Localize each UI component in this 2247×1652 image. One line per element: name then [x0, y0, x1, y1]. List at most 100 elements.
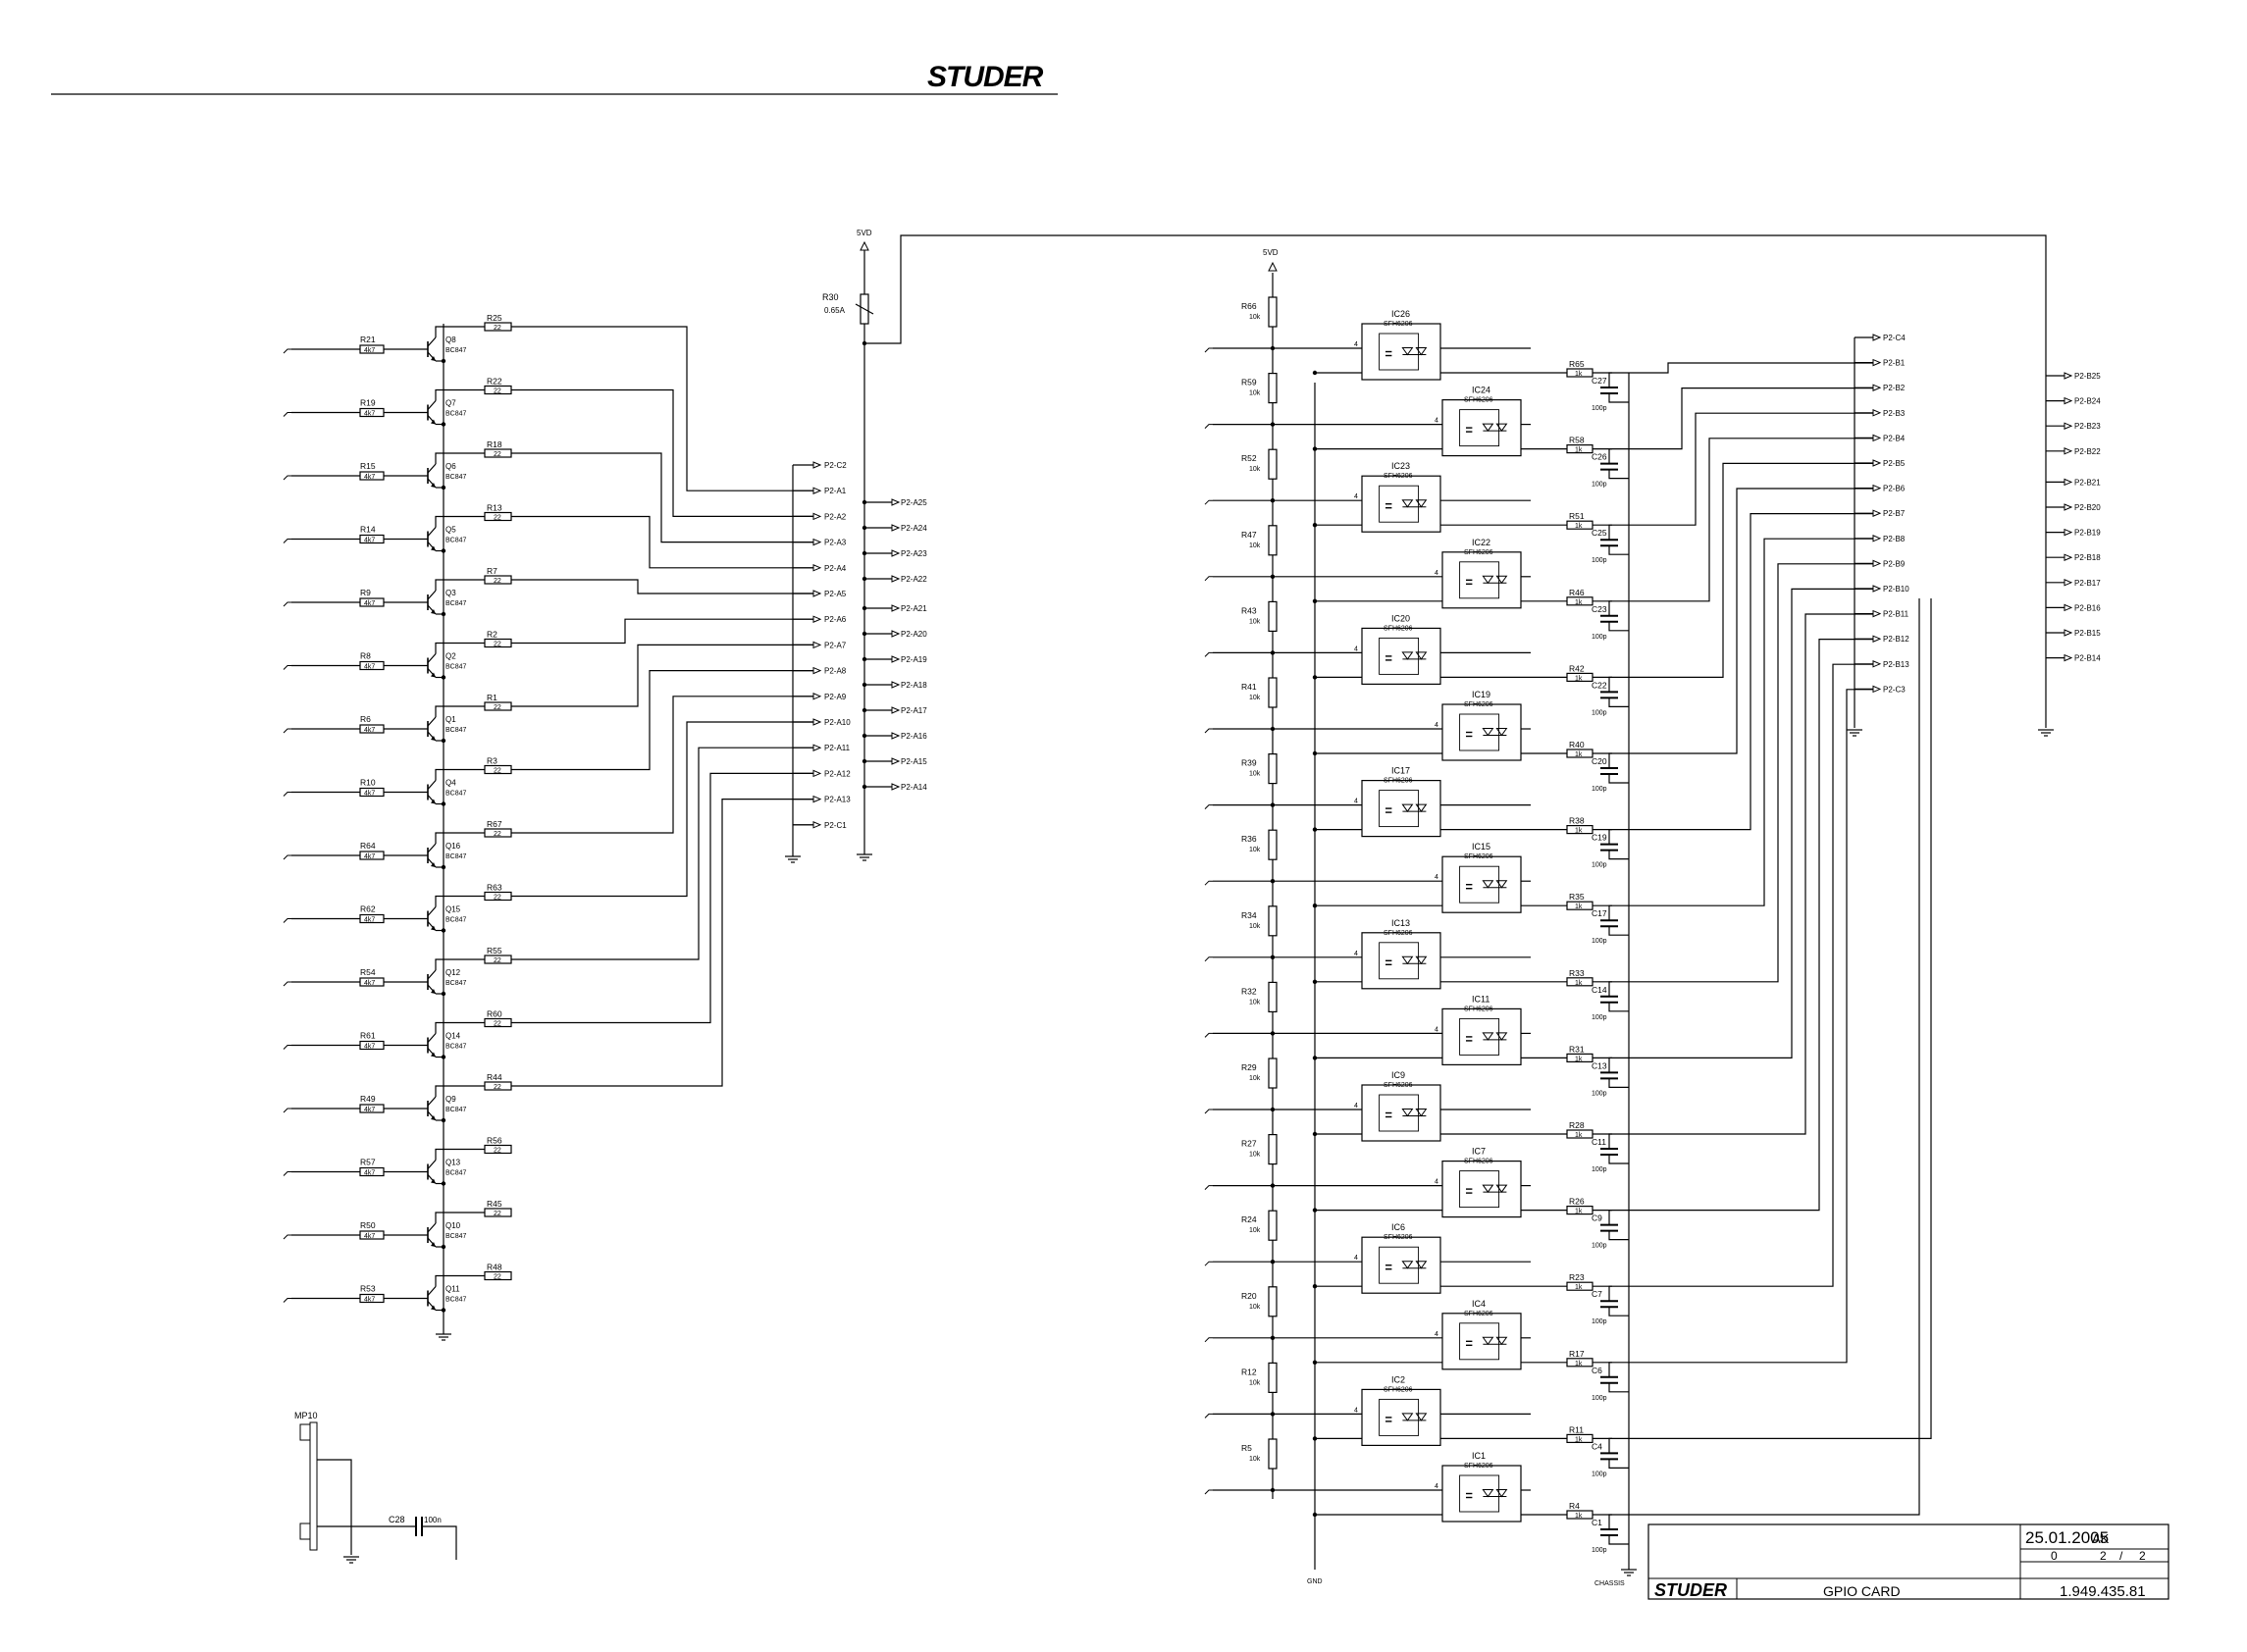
title-sheet: 2 [2100, 1549, 2107, 1563]
gpi-ser-ref: R58 [1569, 436, 1585, 445]
p2a-left-label: P2-A8 [824, 667, 847, 676]
opto-led [1401, 347, 1414, 356]
gpo-base-ref: R8 [360, 651, 371, 661]
gpi-ser-ref: R31 [1569, 1044, 1585, 1054]
gpo-base-resistor [359, 1040, 385, 1051]
gpo-base-ref: R15 [360, 461, 376, 471]
gpo-base-ref: R64 [360, 841, 376, 851]
gpo-collector-wire [435, 958, 485, 970]
transistor-collector [427, 336, 437, 347]
gpo-output-route [511, 644, 814, 707]
gpo-transistor-ref: Q1 [445, 715, 456, 724]
gpi-ic-ref: IC23 [1391, 461, 1410, 471]
gpi-pullup [1268, 525, 1278, 556]
junction-dot [862, 707, 867, 713]
gpi-cap-gnd [1608, 697, 1629, 708]
gpo-out-val: 22 [494, 1274, 501, 1281]
opto-led [1415, 347, 1428, 356]
gpi-route [1593, 598, 1932, 1440]
gpi-ic-ref: IC22 [1472, 538, 1490, 547]
gpo-output-route [511, 579, 814, 594]
optocoupler-inner [1379, 1246, 1420, 1284]
pin-num: 4 [1354, 1407, 1358, 1414]
gpo-base-val: 4k7 [364, 791, 375, 798]
junction-dot [1312, 1208, 1318, 1213]
optocoupler-inner [1459, 561, 1500, 599]
gpi-cap-val: 100p [1592, 709, 1607, 716]
transistor-collector [427, 843, 437, 853]
net-flag [1204, 576, 1213, 582]
gpi-pullup [1268, 448, 1278, 480]
p2b-right-label: P2-B21 [2074, 478, 2101, 487]
net-flag [283, 412, 291, 417]
gpo-output-route [511, 388, 814, 518]
gpi-pull-ref: R36 [1241, 834, 1257, 844]
p2b-left-label: P2-B9 [1883, 559, 1906, 568]
junction-dot [441, 864, 446, 870]
gpo-base-val: 4k7 [364, 1170, 375, 1177]
pin-num: 4 [1354, 341, 1358, 348]
fuse-mark [855, 303, 874, 315]
gpi-cap-wire [1608, 524, 1612, 541]
gpo-base-resistor [359, 977, 385, 987]
junction-dot [1270, 1335, 1276, 1341]
transistor-collector [427, 969, 437, 980]
gpi-cap-gnd [1608, 1230, 1629, 1241]
p2b-right-label: P2-B16 [2074, 603, 2101, 612]
gpi-cap-ref: C26 [1592, 452, 1607, 462]
p2a-right-label: P2-A17 [901, 706, 927, 715]
gpi-cap-val: 100p [1592, 1014, 1607, 1021]
p2a-right-label: P2-A24 [901, 524, 927, 533]
optocoupler-body [1441, 1007, 1522, 1066]
opto-led [1482, 1336, 1494, 1346]
pin-num: 4 [1354, 1255, 1358, 1262]
gpo-out-val: 22 [494, 515, 501, 522]
pin-num: 4 [1435, 1331, 1438, 1338]
pin-num: 4 [1435, 1179, 1438, 1186]
gpo-output-route [511, 618, 814, 645]
gpi-ic-ref: IC7 [1472, 1147, 1486, 1157]
gpo-base-ref: R57 [360, 1158, 376, 1167]
gpi-cap-wire [1608, 1133, 1612, 1149]
p2b-left-label: P2-B2 [1883, 384, 1906, 392]
gpi-cap-gnd [1608, 774, 1629, 784]
gpo-out-val: 22 [494, 578, 501, 585]
gpi-cap-val: 100p [1592, 786, 1607, 793]
gpi-pullup [1268, 752, 1278, 785]
gpo-base-ref: R10 [360, 778, 376, 788]
gpi-ic-type: SFH6206 [1384, 1082, 1413, 1089]
connector-arrow [812, 487, 822, 494]
net-flag [283, 475, 291, 481]
junction-dot [1270, 574, 1276, 579]
opto-led [1415, 803, 1428, 812]
connector-arrow [1872, 409, 1882, 417]
net-flag [283, 1108, 291, 1113]
transistor-arrow [431, 609, 436, 614]
gpi-ic-type: SFH6206 [1464, 1159, 1493, 1165]
gpi-pullup [1268, 373, 1278, 404]
gpi-pull-ref: R52 [1241, 453, 1257, 463]
gpi-pull-val: 10k [1249, 1075, 1261, 1082]
junction-dot [1312, 750, 1318, 756]
opto-led [1495, 423, 1508, 432]
gpi-pullup [1268, 829, 1278, 860]
p2b-left-label: P2-B6 [1883, 485, 1906, 493]
gpi-cap-val: 100p [1592, 1243, 1607, 1250]
gpi-route [1593, 638, 1874, 1212]
gpo-base-resistor [359, 534, 385, 544]
net-flag [283, 918, 291, 923]
gpi-cap-gnd [1608, 621, 1629, 632]
p2b-right-label: P2-B20 [2074, 503, 2101, 512]
opto-led [1401, 1413, 1414, 1421]
gpo-transistor-ref: Q5 [445, 526, 456, 535]
opto-led [1401, 803, 1414, 812]
connector-arrow [2064, 553, 2073, 561]
p2b-right-label: P2-B14 [2074, 654, 2101, 663]
gpi-cap-val: 100p [1592, 557, 1607, 564]
transistor-arrow [431, 736, 436, 741]
opto-led [1482, 1032, 1494, 1041]
gpo-out-resistor [484, 385, 512, 395]
connector-arrow [1872, 609, 1882, 618]
gpo-transistor-ref: Q14 [445, 1032, 461, 1041]
